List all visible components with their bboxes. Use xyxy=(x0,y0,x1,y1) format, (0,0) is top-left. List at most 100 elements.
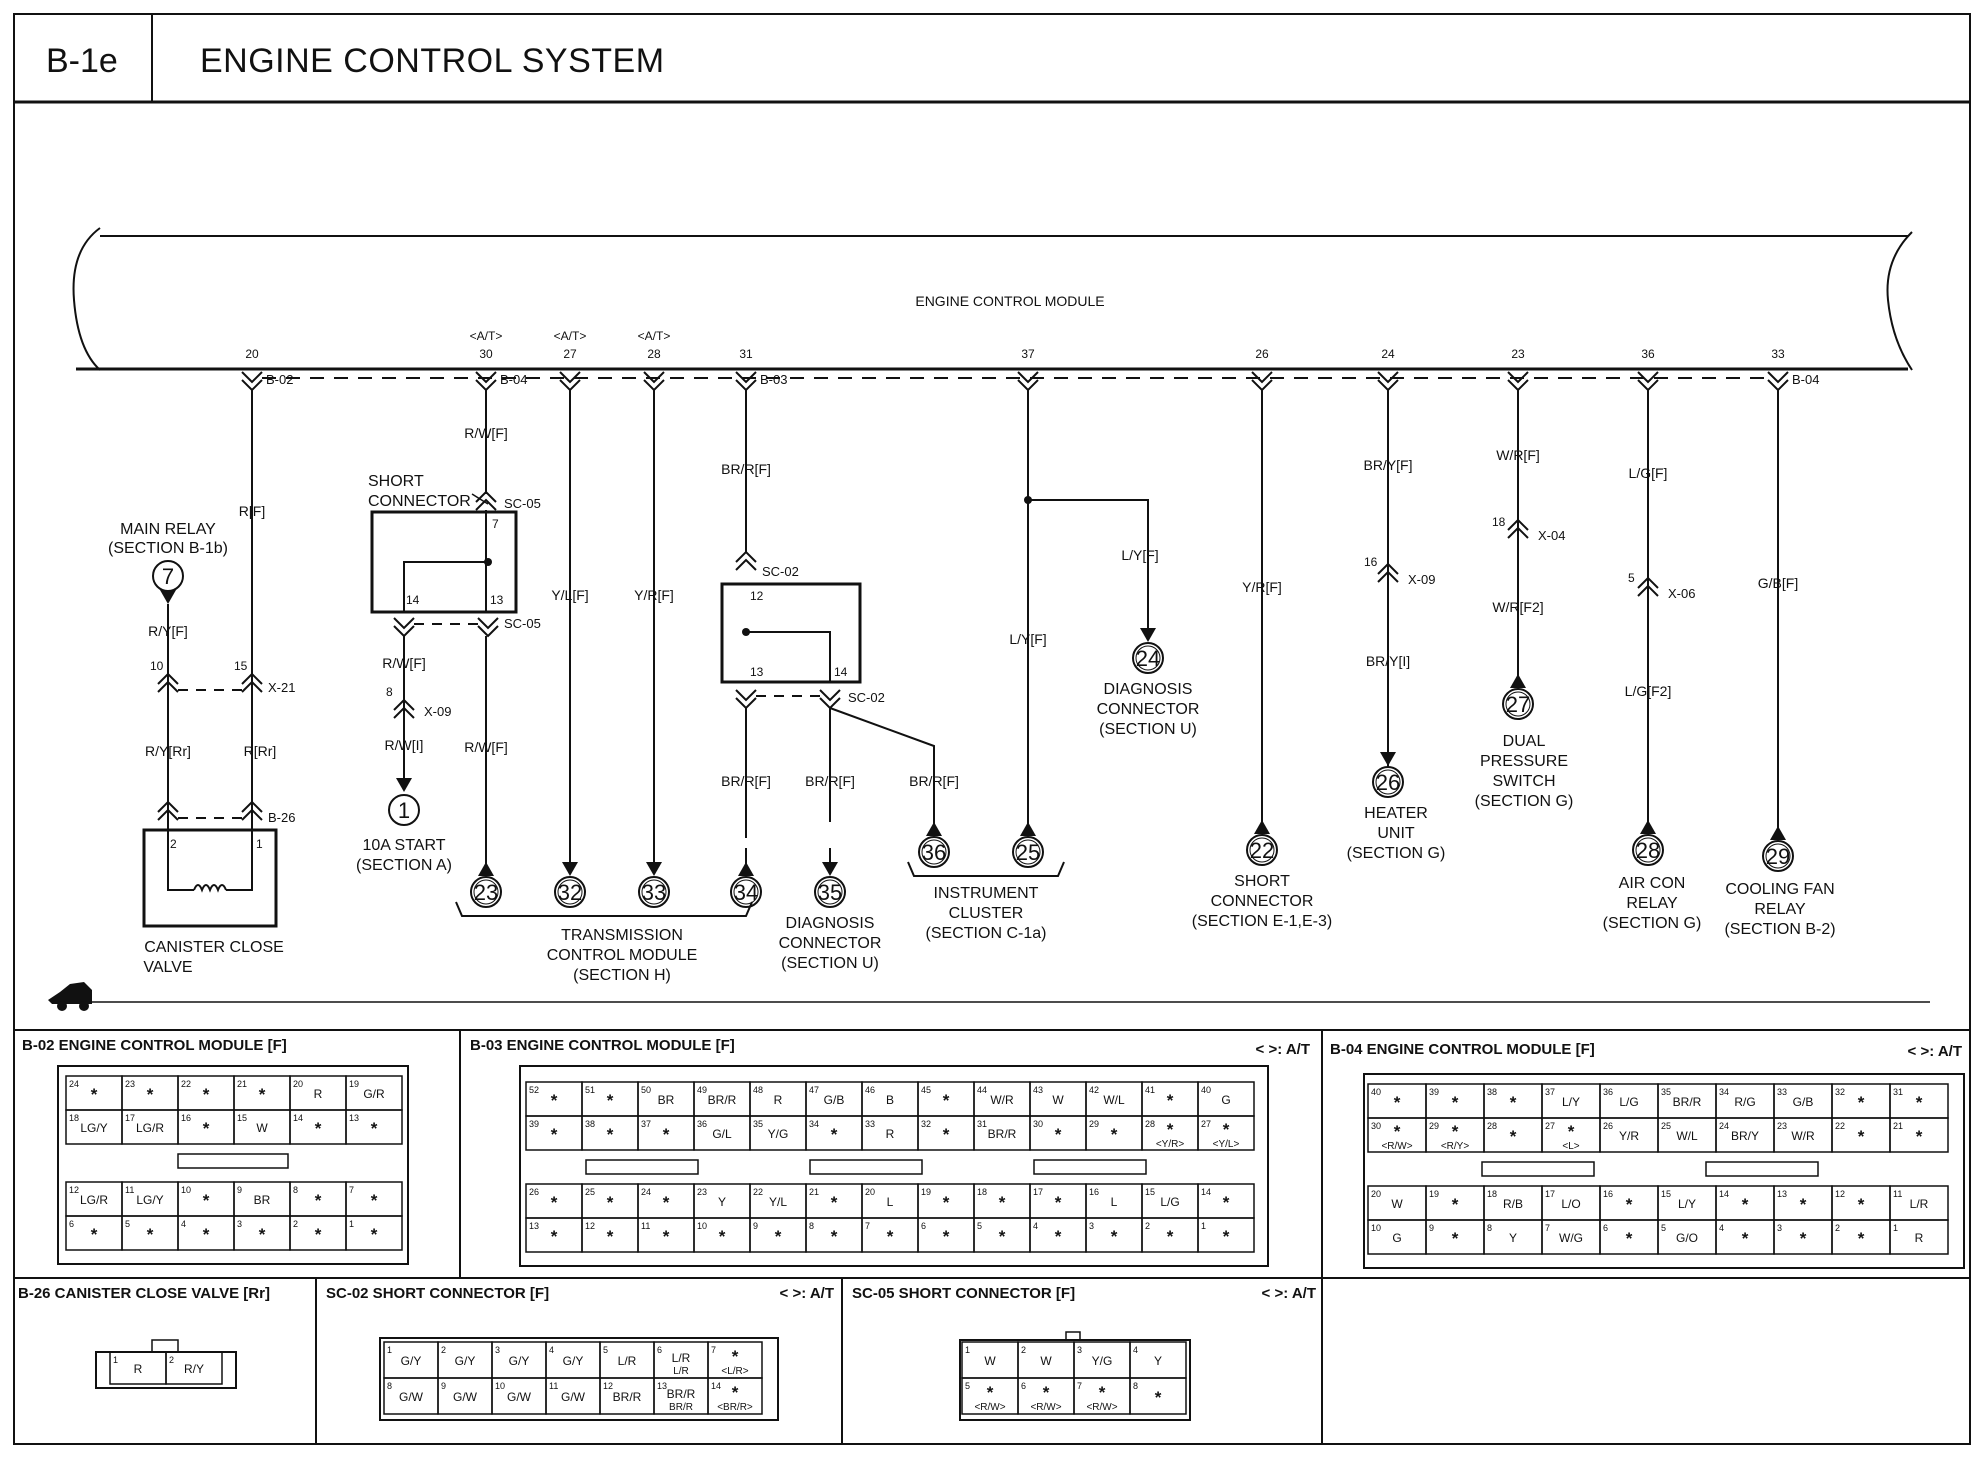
canister-pin-2: 2 xyxy=(170,837,177,851)
fan-label-1: COOLING FAN xyxy=(1725,881,1834,898)
cell-value: L xyxy=(1111,1195,1118,1209)
sc02-cells: 1G/Y2G/Y3G/Y4G/Y5L/R6L/RL/R7*<L/R>8G/W9G… xyxy=(383,1341,763,1415)
cell-value: * xyxy=(371,1191,378,1210)
cell-pin: 36 xyxy=(697,1119,707,1129)
cell-pin: 11 xyxy=(641,1221,650,1231)
terminal-circle-29: 29 xyxy=(1762,812,1794,872)
cell-pin: 3 xyxy=(1077,1345,1082,1355)
cell-value: Y/G xyxy=(768,1127,789,1141)
short22-label-2: CONNECTOR xyxy=(1211,893,1314,910)
cell-value: * xyxy=(999,1227,1006,1246)
cell-value: * xyxy=(203,1225,210,1244)
sc02-pin-13: 13 xyxy=(750,665,764,679)
cell-value: * xyxy=(1510,1093,1517,1112)
cell-pin: 36 xyxy=(1603,1087,1613,1097)
ecm-pin-37: 37L/Y[F] xyxy=(1009,347,1047,820)
cell-value: * xyxy=(1155,1388,1162,1407)
cell-pin: 44 xyxy=(977,1085,987,1095)
cell-value: * xyxy=(1394,1093,1401,1112)
pin-number: 20 xyxy=(245,347,259,361)
cell-value: * xyxy=(732,1383,739,1402)
cell-value: * xyxy=(1167,1091,1174,1110)
cell-pin: 23 xyxy=(697,1187,707,1197)
cell-pin: 37 xyxy=(1545,1087,1555,1097)
short-connector-label-2: CONNECTOR xyxy=(368,493,471,510)
cell-value: * xyxy=(1916,1093,1923,1112)
cell-pin: 21 xyxy=(809,1187,819,1197)
cell-value: G xyxy=(1221,1093,1230,1107)
b02-top-rows: 24*23*22*21*20R19G/R18LG/Y17LG/R16*15W14… xyxy=(65,1075,403,1145)
diag35-label-2: CONNECTOR xyxy=(779,935,882,952)
cell-value: * xyxy=(663,1193,670,1212)
cell-value: Y xyxy=(1154,1354,1162,1368)
cell-pin: 13 xyxy=(1777,1189,1787,1199)
cell-pin: 26 xyxy=(1603,1121,1613,1131)
b03-top-rows: 52*51*50BR49BR/R48R47G/B46B45*44W/R43W42… xyxy=(525,1081,1255,1151)
short-connector-sc05: SHORT CONNECTOR SC-05 7 14 13 SC-05 R/W[… xyxy=(356,473,541,874)
cell-pin: 8 xyxy=(809,1221,814,1231)
solenoid-coil-icon xyxy=(193,884,227,893)
cell-pin: 46 xyxy=(865,1085,875,1095)
cell-value: * xyxy=(551,1227,558,1246)
cell-pin: 22 xyxy=(753,1187,763,1197)
cell-value-sub: <R/W> xyxy=(1381,1141,1412,1152)
cell-pin: 6 xyxy=(1603,1223,1608,1233)
cell-value: L/G xyxy=(1160,1195,1179,1209)
diag24-label-1: DIAGNOSIS xyxy=(1104,681,1193,698)
cell-value: R xyxy=(314,1087,323,1101)
cell-pin: 4 xyxy=(181,1219,186,1229)
main-relay-group: MAIN RELAY (SECTION B-1b) 7 R/Y[F] 10 R/… xyxy=(108,521,228,836)
connector-chevron-icon xyxy=(475,371,497,392)
cell-value: B xyxy=(886,1093,894,1107)
cell-value: L/O xyxy=(1561,1197,1580,1211)
cell-pin: 40 xyxy=(1201,1085,1211,1095)
cell-value: * xyxy=(943,1125,950,1144)
cell-value-sub: <L> xyxy=(1562,1141,1579,1152)
cell-pin: 33 xyxy=(865,1119,875,1129)
cell-pin: 7 xyxy=(349,1185,354,1195)
pin-10: 10 xyxy=(150,659,164,673)
cell-pin: 25 xyxy=(1661,1121,1671,1131)
canister-label-1: CANISTER CLOSE xyxy=(144,939,284,956)
cell-pin: 19 xyxy=(349,1079,359,1089)
cell-pin: 3 xyxy=(1777,1223,1782,1233)
cell-pin: 26 xyxy=(529,1187,539,1197)
cell-pin: 10 xyxy=(181,1185,191,1195)
cluster-label-3: (SECTION C-1a) xyxy=(926,925,1047,942)
cell-value: L/R xyxy=(618,1354,637,1368)
cell-value: * xyxy=(831,1227,838,1246)
cell-pin: 14 xyxy=(711,1381,721,1391)
terminal-number: 22 xyxy=(1250,838,1274,863)
start-label-1: 10A START xyxy=(363,837,446,854)
pin-number: 31 xyxy=(739,347,753,361)
sc02-housing xyxy=(379,1337,779,1421)
terminal-circle-35: 35 xyxy=(814,848,846,908)
terminal-number: 35 xyxy=(818,880,842,905)
page-code: B-1e xyxy=(46,42,118,80)
cell-pin: 5 xyxy=(965,1381,970,1391)
ecm-pin-wires: 20B-02R[F]<A/T>30B-04R/W[F]R/W[F]<A/T>27… xyxy=(239,329,1819,866)
ecm-pin-27: <A/T>27Y/L[F] xyxy=(551,329,589,866)
cell-pin: 2 xyxy=(169,1355,174,1365)
pin-tag: <A/T> xyxy=(554,329,587,343)
pin-number: 28 xyxy=(647,347,661,361)
cell-value: L/R xyxy=(672,1351,691,1365)
short22-label-1: SHORT xyxy=(1234,873,1290,890)
cell-value: * xyxy=(1800,1229,1807,1248)
connector-sc02-top: SC-02 xyxy=(762,564,799,579)
cell-value: * xyxy=(1626,1195,1633,1214)
cell-pin: 29 xyxy=(1089,1119,1099,1129)
pin-tag: <A/T> xyxy=(638,329,671,343)
cell-pin: 8 xyxy=(387,1381,392,1391)
cell-value: * xyxy=(1452,1122,1459,1141)
cell-pin: 24 xyxy=(69,1079,79,1089)
connector-chevron-icon xyxy=(735,371,757,392)
cell-pin: 17 xyxy=(1033,1187,1043,1197)
cell-pin: 13 xyxy=(657,1381,667,1391)
b03-housing xyxy=(519,1065,1269,1267)
cell-value: * xyxy=(91,1225,98,1244)
cell-pin: 7 xyxy=(1545,1223,1550,1233)
cell-pin: 50 xyxy=(641,1085,651,1095)
